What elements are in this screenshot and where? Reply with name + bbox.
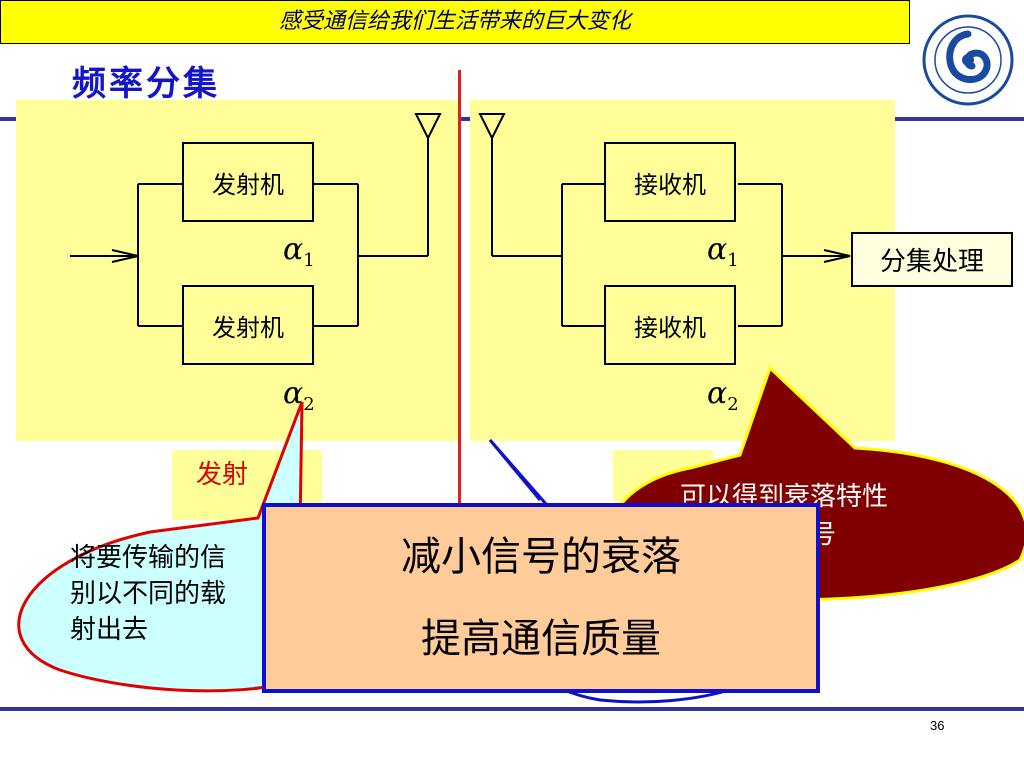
university-logo bbox=[922, 14, 1014, 106]
alpha-1-right: α1 bbox=[707, 232, 739, 271]
receiver-box-1: 接收机 bbox=[604, 142, 736, 222]
transmitter-box-1: 发射机 bbox=[182, 142, 314, 222]
transmit-antenna-icon bbox=[414, 113, 442, 141]
page-title: 频率分集 bbox=[72, 64, 220, 104]
header-bar: 感受通信给我们生活带来的巨大变化 bbox=[0, 0, 910, 44]
summary-box: 减小信号的衰落 提高通信质量 bbox=[262, 503, 820, 693]
receiver-box-2: 接收机 bbox=[604, 285, 736, 365]
diversity-processing-box: 分集处理 bbox=[851, 232, 1013, 287]
summary-line-1: 减小信号的衰落 bbox=[401, 534, 681, 580]
alpha-1-left: α1 bbox=[283, 232, 315, 271]
summary-line-2: 提高通信质量 bbox=[421, 616, 661, 662]
transmitter-box-2: 发射机 bbox=[182, 285, 314, 365]
left-callout-text: 将要传输的信 别以不同的载 射出去 bbox=[70, 543, 227, 645]
center-divider bbox=[458, 70, 461, 610]
page-number: 36 bbox=[930, 718, 945, 733]
bottom-rule bbox=[0, 707, 1024, 711]
alpha-2-right: α2 bbox=[707, 376, 739, 415]
output-arrow bbox=[823, 249, 851, 263]
receive-antenna-icon bbox=[478, 113, 506, 141]
alpha-2-left: α2 bbox=[283, 376, 315, 415]
header-title: 感受通信给我们生活带来的巨大变化 bbox=[278, 9, 631, 34]
